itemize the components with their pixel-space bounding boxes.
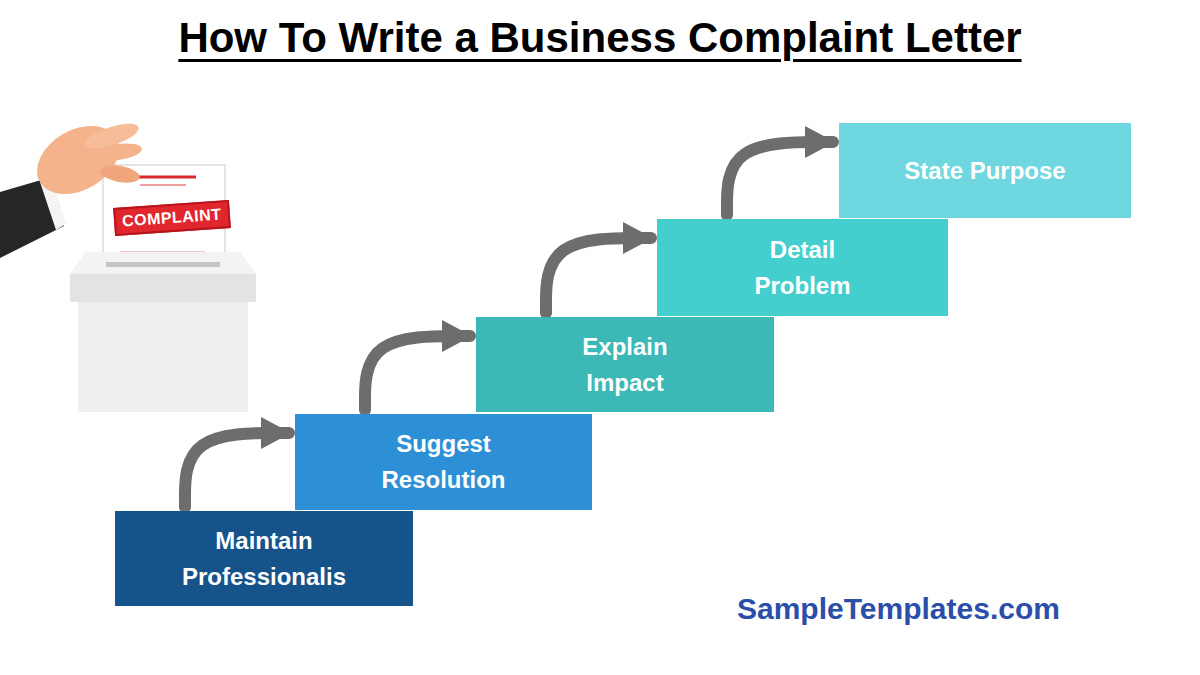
step-label: State Purpose	[904, 153, 1065, 189]
curved-arrow	[365, 336, 470, 410]
watermark: SampleTemplates.com	[737, 592, 1060, 626]
curved-arrow	[546, 238, 651, 313]
paper-line	[130, 176, 196, 179]
step-box: Explain Impact	[476, 317, 774, 412]
curved-arrow	[727, 142, 833, 215]
step-box: Suggest Resolution	[295, 414, 592, 510]
curved-arrow	[185, 433, 289, 507]
step-box: State Purpose	[839, 123, 1131, 218]
step-box: Detail Problem	[657, 219, 948, 316]
title: How To Write a Business Complaint Letter	[0, 14, 1200, 62]
step-label: Detail Problem	[754, 232, 850, 304]
step-label: Explain Impact	[582, 329, 667, 401]
box-slot	[106, 262, 220, 267]
box-lid-top	[70, 252, 256, 274]
stamp-text: COMPLAINT	[113, 200, 230, 236]
box-lid	[70, 274, 256, 302]
hand-finger	[93, 141, 143, 164]
step-box: Maintain Professionalis	[115, 511, 413, 606]
step-label: Suggest Resolution	[382, 426, 506, 498]
box-body	[78, 302, 248, 412]
step-label: Maintain Professionalis	[182, 523, 346, 595]
hand-thumb	[99, 163, 141, 186]
paper-line	[140, 184, 186, 186]
